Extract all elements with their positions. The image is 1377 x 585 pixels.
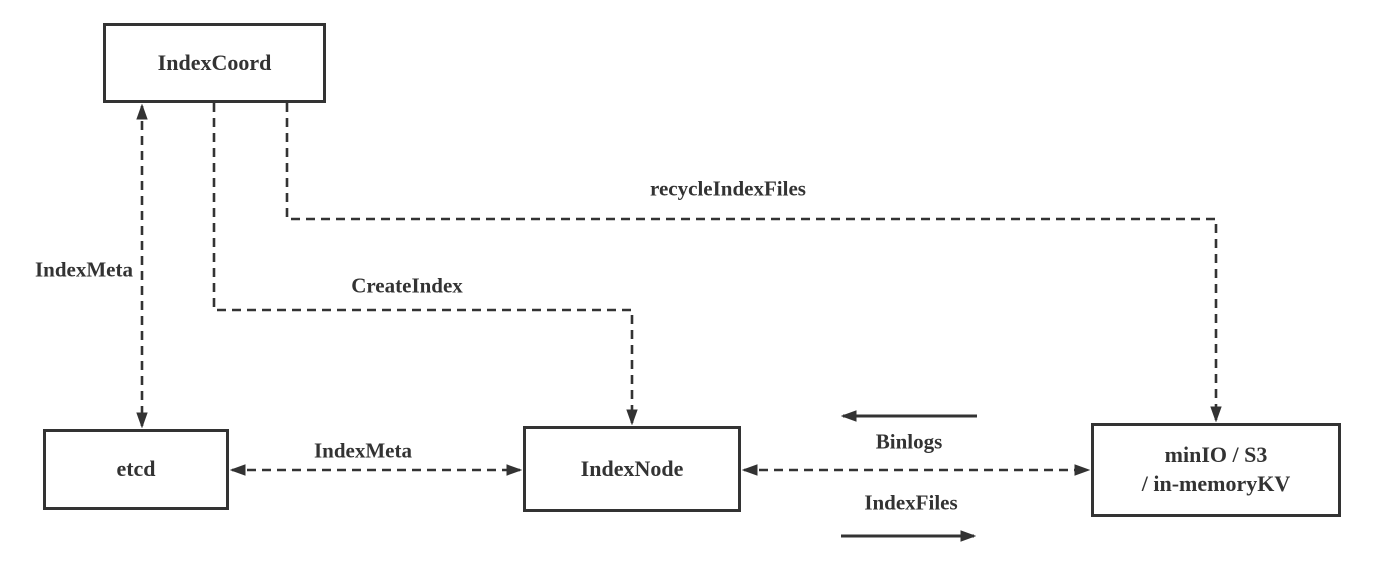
node-etcd: etcd [43,429,229,510]
node-storage-label-line2: / in-memoryKV [1141,471,1291,496]
node-etcd-label: etcd [116,456,156,482]
node-indexnode-label: IndexNode [580,455,684,481]
edge-label-binlogs: Binlogs [875,429,943,454]
edge-label-indexfiles: IndexFiles [864,490,958,515]
edge-label-indexmeta-vertical: IndexMeta [35,257,133,282]
node-storage: minIO / S3 / in-memoryKV [1091,423,1341,517]
edge-recycleindexfiles-indexcoord-storage [285,103,1216,420]
edge-label-recycleindexfiles: recycleIndexFiles [650,176,806,201]
node-indexcoord-label: IndexCoord [157,49,272,75]
edge-createindex-indexcoord-indexnode [212,103,632,423]
node-indexcoord: IndexCoord [103,23,326,103]
node-storage-label-line1: minIO / S3 [1164,442,1268,468]
edge-label-createindex: CreateIndex [351,273,463,298]
node-indexnode: IndexNode [523,426,741,512]
edge-label-indexmeta-horizontal: IndexMeta [314,438,412,463]
